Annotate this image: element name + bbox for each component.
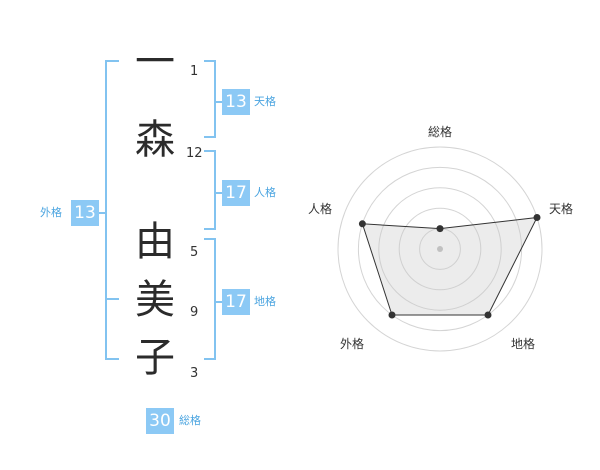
radar-ring (337, 146, 543, 352)
gaikaku-value-badge: 13 (71, 200, 99, 226)
tenkaku-label: 天格 (254, 95, 276, 108)
stroke-count-2: 12 (186, 146, 203, 161)
radar-axis-label-soukaku: 総格 (428, 125, 453, 139)
soukaku-value-badge: 30 (146, 408, 174, 434)
radar-point-4 (388, 311, 396, 319)
radar-point-5 (358, 220, 366, 228)
radar-ring (398, 207, 482, 291)
jinkaku-value-badge: 17 (222, 180, 250, 206)
gaikaku-label: 外格 (40, 206, 62, 219)
chikaku-label: 地格 (254, 295, 276, 308)
stroke-count-5: 3 (190, 366, 199, 381)
name-char-4: 美 (135, 277, 175, 323)
radar-point-2 (533, 214, 541, 221)
stroke-count-3: 5 (190, 245, 199, 260)
radar-center-dot (437, 246, 443, 252)
name-char-1: 一 (135, 39, 175, 85)
chikaku-value-badge: 17 (222, 289, 250, 315)
radar-ring (378, 187, 502, 311)
name-char-3: 由 (135, 219, 175, 265)
name-char-2: 森 (135, 117, 175, 163)
radar-axis-label-gaikaku: 外格 (340, 337, 365, 351)
radar-axis-label-chikaku: 地格 (511, 337, 536, 351)
radar-point-3 (484, 311, 492, 319)
name-char-5: 子 (135, 335, 175, 381)
jinkaku-label: 人格 (254, 186, 276, 199)
stroke-count-1: 1 (190, 64, 199, 79)
soukaku-label: 総格 (179, 414, 201, 427)
radar-point-1 (436, 225, 444, 233)
tenkaku-value-badge: 13 (222, 89, 250, 115)
radar-series-polygon (361, 216, 538, 316)
stroke-count-4: 9 (190, 305, 199, 320)
radar-axis-label-tenkaku: 天格 (549, 202, 574, 216)
radar-axis-label-jinkaku: 人格 (308, 202, 333, 216)
